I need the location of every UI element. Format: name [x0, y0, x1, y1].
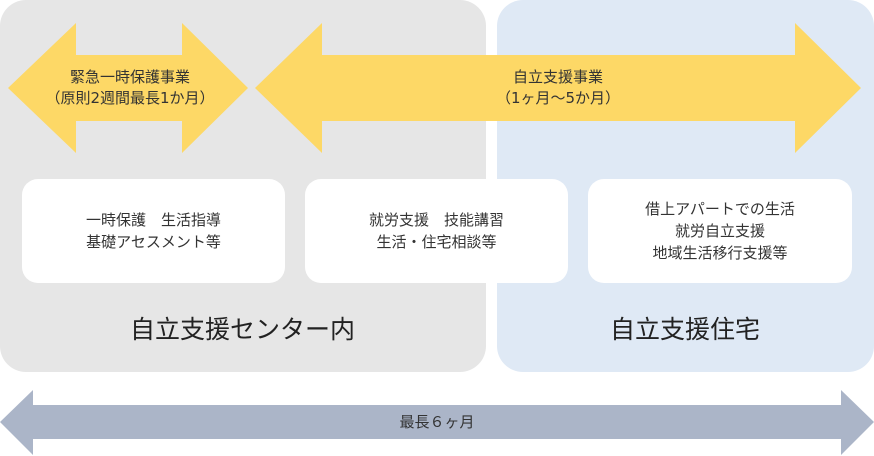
support-housing-label: 自立支援住宅 [609, 315, 760, 344]
center-services-box-1: 一時保護 生活指導基礎アセスメント等 [22, 179, 285, 283]
emergency-title: 緊急一時保護事業 [69, 68, 190, 86]
independence-period: （1ヶ月～5か月） [495, 89, 621, 107]
total-period-label: 最長６ヶ月 [399, 413, 475, 431]
service-line: 基礎アセスメント等 [86, 233, 221, 251]
independence-title: 自立支援事業 [512, 68, 603, 86]
independence-arrow [255, 23, 861, 153]
total-period-arrow [0, 390, 874, 455]
service-line: 生活・住宅相談等 [376, 233, 497, 251]
housing-services-box: 借上アパートでの生活就労自立支援地域生活移行支援等 [588, 179, 852, 283]
service-line: 一時保護 生活指導 [85, 211, 221, 229]
service-line: 借上アパートでの生活 [645, 200, 795, 218]
service-line: 就労支援 技能講習 [368, 211, 504, 229]
center-services-box-2: 就労支援 技能講習生活・住宅相談等 [305, 179, 568, 283]
independence-arrow-label: 自立支援事業 （1ヶ月～5か月） [458, 67, 658, 109]
service-line: 就労自立支援 [674, 222, 765, 240]
emergency-period: （原則2週間最長1か月） [45, 89, 215, 107]
emergency-arrow [8, 23, 248, 153]
service-line: 地域生活移行支援等 [652, 244, 788, 262]
emergency-arrow-label: 緊急一時保護事業 （原則2週間最長1か月） [40, 67, 220, 109]
support-center-label: 自立支援センター内 [129, 315, 355, 344]
